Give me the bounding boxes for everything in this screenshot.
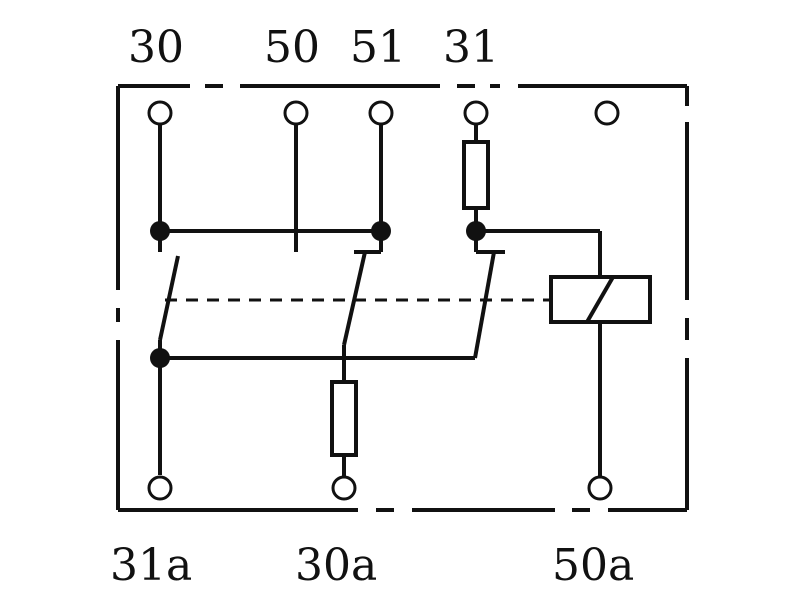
switch-1-blade xyxy=(158,255,180,341)
junction-node-51 xyxy=(371,221,391,241)
relay-coil-symbol xyxy=(549,275,652,324)
terminal-50 xyxy=(283,100,309,126)
terminal-label-31: 31 xyxy=(443,22,499,73)
terminal-30 xyxy=(147,100,173,126)
terminal-unused xyxy=(594,100,620,126)
terminal-label-51: 51 xyxy=(350,22,406,73)
junction-node-31 xyxy=(466,221,486,241)
terminal-label-50: 50 xyxy=(264,22,320,73)
terminal-label-30a: 30a xyxy=(295,540,377,591)
fuse-2-symbol xyxy=(330,380,358,457)
junction-node-30 xyxy=(150,221,170,241)
terminal-label-50a: 50a xyxy=(552,540,634,591)
terminal-label-30: 30 xyxy=(128,22,184,73)
terminal-label-31a: 31a xyxy=(110,540,192,591)
switch-3-blade xyxy=(473,251,496,359)
terminal-31a xyxy=(147,475,173,501)
terminal-51 xyxy=(368,100,394,126)
terminal-30a xyxy=(331,475,357,501)
housing-outline xyxy=(116,84,689,512)
terminal-50a xyxy=(587,475,613,501)
terminal-31 xyxy=(463,100,489,126)
junction-node-31a xyxy=(150,348,170,368)
wiring xyxy=(158,125,602,476)
fuse-1-symbol xyxy=(462,140,490,210)
